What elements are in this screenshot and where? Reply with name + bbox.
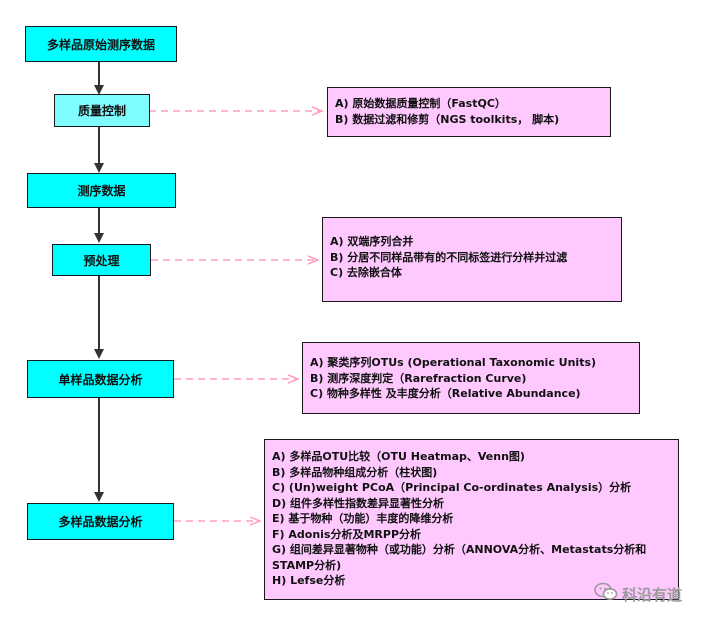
note-item: B) 分居不同样品带有的不同标签进行分样并过滤 [330,250,568,264]
note-single-sample: A) 聚类序列OTUs (Operational Taxonomic Units… [302,342,640,414]
step-raw-data: 多样品原始测序数据 [25,26,177,62]
note-item: C) 物种多样性 及丰度分析（Relative Abundance) [310,387,581,400]
step-preprocessing: 预处理 [52,244,151,276]
step-multi-sample-analysis: 多样品数据分析 [27,503,174,540]
note-item: D) 组件多样性指数差异显著性分析 [272,496,444,510]
note-item: E) 基于物种（功能）丰度的降维分析 [272,512,454,525]
note-item: A) 双端序列合并 [330,235,414,248]
note-item: C) 去除嵌合体 [330,266,402,279]
note-quality-control: A) 原始数据质量控制（FastQC） B) 数据过滤和修剪（NGS toolk… [327,87,611,137]
note-preprocessing: A) 双端序列合并 B) 分居不同样品带有的不同标签进行分样并过滤 C) 去除嵌… [322,217,622,302]
note-item: H) Lefse分析 [272,574,346,587]
note-item: A) 多样品OTU比较（OTU Heatmap、Venn图) [272,450,525,463]
watermark-text: 科沿有道 [622,585,683,604]
note-item: B) 数据过滤和修剪（NGS toolkits， 脚本) [335,112,560,126]
note-item: F) Adonis分析及MRPP分析 [272,527,422,541]
note-item: A) 原始数据质量控制（FastQC） [335,97,506,110]
note-item: C) (Un)weight PCoA（Principal Co-ordinate… [272,481,632,494]
note-item: B) 测序深度判定（Rarefraction Curve) [310,371,527,385]
note-multi-sample: A) 多样品OTU比较（OTU Heatmap、Venn图) B) 多样品物种组… [264,439,679,600]
note-item: A) 聚类序列OTUs (Operational Taxonomic Units… [310,356,597,369]
step-quality-control: 质量控制 [54,94,150,127]
note-item: B) 多样品物种组成分析（柱状图) [272,465,438,479]
note-item: G) 组间差异显著物种（或功能）分析（ANNOVA分析、Metastats分析和… [272,543,647,572]
watermark: 科沿有道 [594,582,682,606]
wechat-icon [594,582,618,606]
step-single-sample-analysis: 单样品数据分析 [27,360,174,398]
step-sequencing-data: 测序数据 [27,173,176,208]
